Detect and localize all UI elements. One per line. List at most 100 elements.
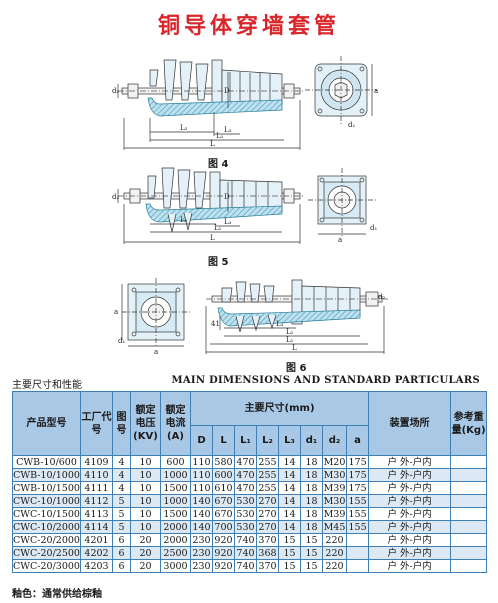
table-cell: 600: [160, 455, 191, 469]
table-cell: 4202: [80, 546, 113, 560]
table-cell: 10: [130, 481, 161, 495]
table-cell: 580: [212, 455, 235, 469]
table-cell: 户 外-户内: [368, 507, 452, 521]
table-cell: 530: [234, 494, 257, 508]
table-cell: 4109: [80, 455, 113, 469]
table-cell: CWC-20/3000: [12, 559, 81, 573]
dimension-labels: d₂ D L₂ L₃ L₁ L a d₁ d₂ D L₂ L₃ L₁ L d₁ …: [112, 87, 385, 356]
table-cell: [450, 494, 488, 508]
table-cell: 户 外-户内: [368, 533, 452, 547]
header-rated-current: 额定电流(A): [160, 391, 191, 456]
header-dim-a: a: [345, 425, 370, 456]
table-cell: 户 外-户内: [368, 559, 452, 573]
table-cell: 270: [256, 520, 279, 534]
table-cell: 155: [345, 520, 370, 534]
figure-6-end-view: [121, 278, 190, 347]
table-cell: 户 外-户内: [368, 481, 452, 495]
table-cell: 370: [256, 559, 279, 573]
table-cell: 10: [130, 468, 161, 482]
table-cell: M39: [322, 507, 347, 521]
table-cell: 15: [278, 546, 301, 560]
table-cell: 4: [112, 455, 131, 469]
table-cell: 15: [300, 559, 323, 573]
table-cell: 10: [130, 494, 161, 508]
figure-5-end-view: [308, 168, 376, 236]
table-cell: 5: [112, 494, 131, 508]
table-cell: 2000: [160, 520, 191, 534]
table-cell: 270: [256, 507, 279, 521]
table-cell: [450, 520, 488, 534]
table-cell: 4113: [80, 507, 113, 521]
fig5-dim-L1: L₁: [214, 224, 222, 232]
table-cell: 1000: [160, 468, 191, 482]
table-cell: 740: [234, 533, 257, 547]
table-cell: 155: [345, 507, 370, 521]
table-cell: 10: [130, 455, 161, 469]
fig6-dim-L1: L₁: [286, 336, 294, 344]
table-cell: 110: [190, 481, 213, 495]
table-cell: 2500: [160, 546, 191, 560]
table-cell: 户 外-户内: [368, 455, 452, 469]
table-cell: [345, 559, 370, 573]
fig4-dim-D: D: [224, 87, 230, 95]
figure-6-side-view: [205, 279, 388, 354]
table-cell: [450, 507, 488, 521]
header-figure-no: 图号: [112, 391, 131, 456]
table-cell: 175: [345, 481, 370, 495]
table-cell: 230: [190, 546, 213, 560]
figure-5-label: 图 5: [208, 257, 229, 268]
header-factory-code: 工厂代号: [80, 391, 113, 456]
table-cell: 140: [190, 520, 213, 534]
table-cell: CWC-10/1000: [12, 494, 81, 508]
header-dim-L3: L₃: [278, 425, 301, 456]
table-cell: [450, 481, 488, 495]
fig5-dim-d1: d₁: [370, 224, 377, 232]
table-cell: 14: [278, 494, 301, 508]
table-cell: 10: [130, 520, 161, 534]
header-model: 产品型号: [12, 391, 81, 456]
table-cell: 140: [190, 494, 213, 508]
figure-4-side-view: [117, 59, 304, 150]
table-cell: 370: [256, 533, 279, 547]
table-cell: 470: [234, 455, 257, 469]
table-cell: 6: [112, 559, 131, 573]
table-cell: M30: [322, 494, 347, 508]
table-cell: M45: [322, 520, 347, 534]
fig5-dim-L3: L₃: [224, 218, 232, 226]
table-cell: 4114: [80, 520, 113, 534]
table-cell: 户 外-户内: [368, 520, 452, 534]
table-cell: 740: [234, 559, 257, 573]
table-cell: 230: [190, 533, 213, 547]
table-cell: 255: [256, 468, 279, 482]
fig6-dim-a-horizontal: a: [154, 348, 158, 356]
table-cell: 920: [212, 559, 235, 573]
table-cell: 255: [256, 481, 279, 495]
table-cell: [450, 468, 488, 482]
table-cell: 220: [322, 546, 347, 560]
table-cell: 140: [190, 507, 213, 521]
table-cell: [450, 533, 488, 547]
table-cell: 530: [234, 507, 257, 521]
table-cell: 4: [112, 481, 131, 495]
table-cell: 18: [300, 520, 323, 534]
table-cell: 18: [300, 455, 323, 469]
table-cell: M39: [322, 481, 347, 495]
table-cell: 6: [112, 546, 131, 560]
table-cell: 6: [112, 533, 131, 547]
figure-6-label: 图 6: [286, 363, 307, 374]
table-cell: [450, 546, 488, 560]
table-cell: [345, 546, 370, 560]
fig6-dim-a-vertical: a: [114, 308, 118, 316]
table-cell: 740: [234, 546, 257, 560]
table-cell: CWC-20/2000: [12, 533, 81, 547]
table-cell: 368: [256, 546, 279, 560]
fig5-dim-d2: d₂: [112, 193, 119, 201]
table-cell: M20: [322, 455, 347, 469]
table-cell: M30: [322, 468, 347, 482]
fig5-dim-L: L: [210, 234, 215, 242]
